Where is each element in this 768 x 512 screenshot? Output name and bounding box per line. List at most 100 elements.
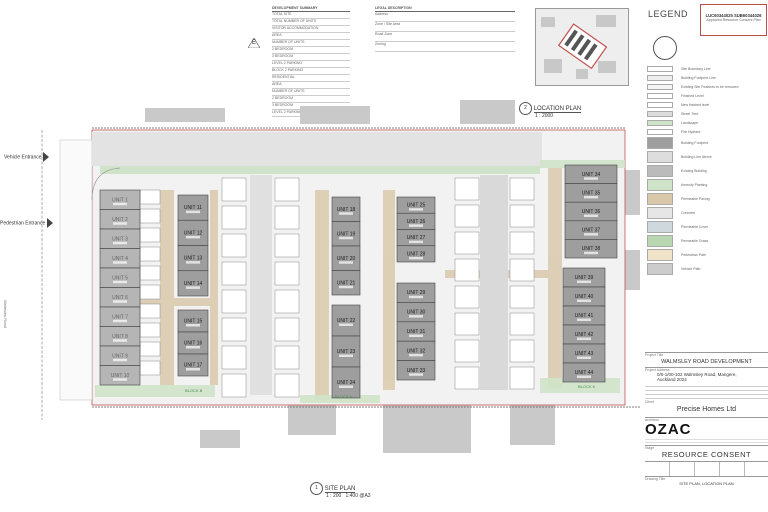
- parking-stall: [221, 261, 247, 286]
- summary-title: DEVELOPMENT SUMMARY: [272, 6, 318, 10]
- unit-footprint: [331, 366, 361, 399]
- parking-stall: [454, 366, 480, 390]
- unit-footprint: [177, 245, 209, 272]
- unit-38: UNIT 38: [564, 239, 618, 259]
- drawing-title: SITE PLAN, LOCATION PLAN: [679, 481, 734, 486]
- summary-row: TOTAL SITE: [272, 12, 350, 19]
- legend-swatch: [647, 151, 673, 163]
- unit-label: UNIT 20: [337, 256, 356, 262]
- legend-item: Pedestrian Path: [647, 248, 767, 262]
- unit-30: UNIT 30: [396, 302, 436, 323]
- parking-stall: [139, 341, 161, 357]
- unit-label: UNIT 40: [575, 294, 594, 300]
- location-plan-inset: [535, 8, 629, 86]
- legend-item: Permeable Paving: [647, 192, 767, 206]
- unit-label: UNIT 21: [337, 280, 356, 286]
- unit-footprint: [396, 245, 436, 263]
- unit-12: UNIT 12: [177, 219, 209, 246]
- summary-row: VISITOR ACCOMMODATION: [272, 26, 350, 33]
- revision-marker: E: [248, 38, 260, 48]
- parking-stall: [221, 345, 247, 370]
- unit-22: UNIT 22: [331, 304, 361, 337]
- legend-item: Vehicle Path: [647, 262, 767, 276]
- unit-label: UNIT 30: [407, 310, 426, 316]
- unit-footprint: [331, 221, 361, 247]
- unit-label: UNIT 39: [575, 275, 594, 281]
- unit-label: UNIT 24: [337, 380, 356, 386]
- unit-28: UNIT 28: [396, 245, 436, 263]
- unit-area-tag: [584, 195, 598, 199]
- unit-label: UNIT 36: [582, 209, 601, 215]
- parking-stall: [139, 246, 161, 262]
- legend-swatch: [647, 83, 673, 90]
- summary-row: 2 BEDROOM: [272, 47, 350, 54]
- legend-item: Amenity Planting: [647, 178, 767, 192]
- summary-row: NUMBER OF UNITS: [272, 89, 350, 96]
- location-plan-title: LOCATION PLAN: [533, 106, 582, 114]
- unit-35: UNIT 35: [564, 183, 618, 203]
- parking-stall: [274, 261, 300, 286]
- stage: RESOURCE CONSENT: [661, 450, 752, 459]
- unit-4: UNIT 4: [99, 248, 141, 269]
- unit-5: UNIT 5: [99, 267, 141, 288]
- legend-swatch: [647, 249, 673, 261]
- unit-area-tag: [339, 385, 353, 388]
- summary-row: AREA: [272, 33, 350, 40]
- parking-stall: [221, 205, 247, 230]
- parking-stall: [274, 289, 300, 314]
- summary-row: TOTAL NUMBER OF UNITS: [272, 19, 350, 26]
- unit-8: UNIT 8: [99, 326, 141, 347]
- unit-area-tag: [577, 356, 591, 359]
- legend-swatch: [647, 74, 673, 81]
- unit-footprint: [331, 196, 361, 222]
- legal-row: Zone / Site Area: [375, 22, 515, 32]
- unit-area-tag: [409, 373, 423, 376]
- parking-stall: [274, 345, 300, 370]
- unit-label: UNIT 22: [337, 318, 356, 324]
- location-plan-label: 2 LOCATION PLAN 1 : 2000: [519, 102, 582, 119]
- unit-label: UNIT 15: [184, 319, 203, 325]
- summary-row: LEVEL 2 PARKING: [272, 61, 350, 68]
- legal-row: Zoning: [375, 42, 515, 52]
- unit-footprint: [331, 335, 361, 368]
- unit-area-tag: [409, 295, 423, 299]
- summary-row: AREA: [272, 82, 350, 89]
- unit-footprint: [177, 219, 209, 246]
- unit-44: UNIT 44: [562, 362, 606, 383]
- unit-label: UNIT 8: [112, 334, 128, 340]
- unit-label: UNIT 25: [407, 203, 426, 209]
- legend-item: Concrete: [647, 206, 767, 220]
- unit-area-tag: [339, 354, 353, 357]
- legend-title: LEGEND: [648, 9, 689, 19]
- unit-37: UNIT 37: [564, 220, 618, 240]
- legend-panel: LEGEND LUC60344025 SUB60344026 Approved …: [645, 0, 768, 355]
- parking-stall: [454, 285, 480, 309]
- unit-label: UNIT 12: [184, 230, 203, 236]
- neighbour-buildings: [145, 100, 640, 453]
- legend-item: Street Tree: [647, 109, 767, 118]
- parking-stall: [509, 258, 535, 282]
- block-label: BLOCK H: [335, 394, 353, 399]
- parking-stall: [454, 312, 480, 336]
- unit-14: UNIT 14: [177, 270, 209, 297]
- unit-21: UNIT 21: [331, 270, 361, 296]
- legal-title: LEGAL DESCRIPTION: [375, 6, 412, 10]
- unit-footprint: [99, 365, 141, 386]
- parking-stall: [454, 231, 480, 255]
- parking-stall: [274, 317, 300, 342]
- project-address: 0/0-1/00-102 Walmsley Road, Mangere, Auc…: [657, 372, 737, 382]
- legend-item: New finished level: [647, 100, 767, 109]
- parking-stall: [139, 360, 161, 376]
- location-plan-scale: 1 : 2000: [535, 113, 554, 119]
- legend-swatch: [647, 179, 673, 191]
- title-block: Project Title WALMSLEY ROAD DEVELOPMENT …: [645, 352, 768, 512]
- parking-stall: [139, 284, 161, 300]
- legend-item: Building Line Above: [647, 150, 767, 164]
- unit-footprint: [396, 360, 436, 381]
- unit-13: UNIT 13: [177, 245, 209, 272]
- legend-swatch: [647, 65, 673, 72]
- unit-36: UNIT 36: [564, 201, 618, 222]
- parking-stall: [221, 317, 247, 342]
